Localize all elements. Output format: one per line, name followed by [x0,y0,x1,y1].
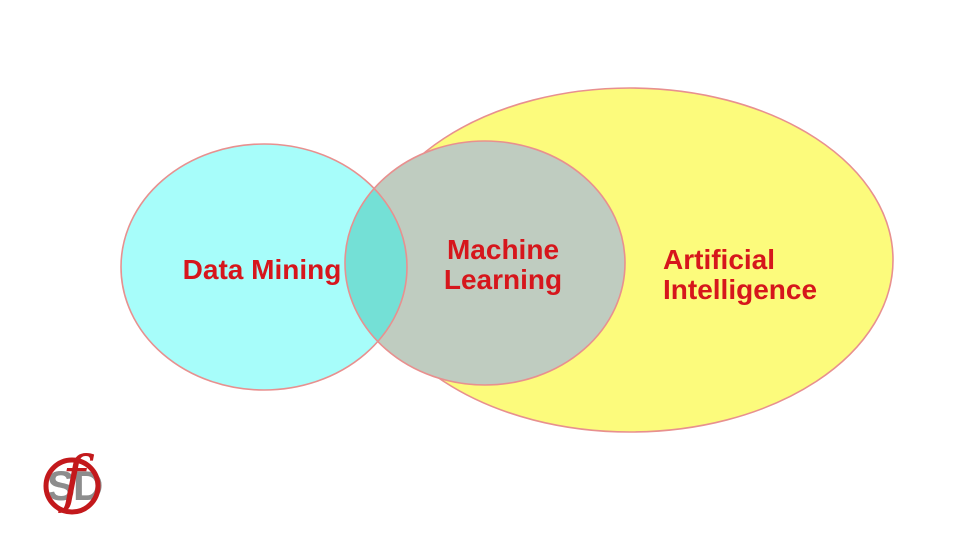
data-mining-label: Data Mining [152,255,372,285]
data-mining-label-line: Data Mining [182,254,342,285]
artificial-intelligence-label: Artificial Intelligence [663,245,893,305]
data-mining-circle-outline [120,143,408,391]
machine-learning-label: Machine Learning [393,235,613,295]
artificial-intelligence-label-line2: Intelligence [663,274,818,305]
machine-learning-label-line1: Machine [446,234,560,265]
sfd-logo-ring [43,457,101,515]
artificial-intelligence-label-line1: Artificial [663,244,776,275]
dm-ml-overlap-region [344,144,407,386]
machine-learning-label-line2: Learning [443,264,563,295]
sfd-logo: S D f [43,452,103,515]
data-mining-circle [121,144,407,390]
